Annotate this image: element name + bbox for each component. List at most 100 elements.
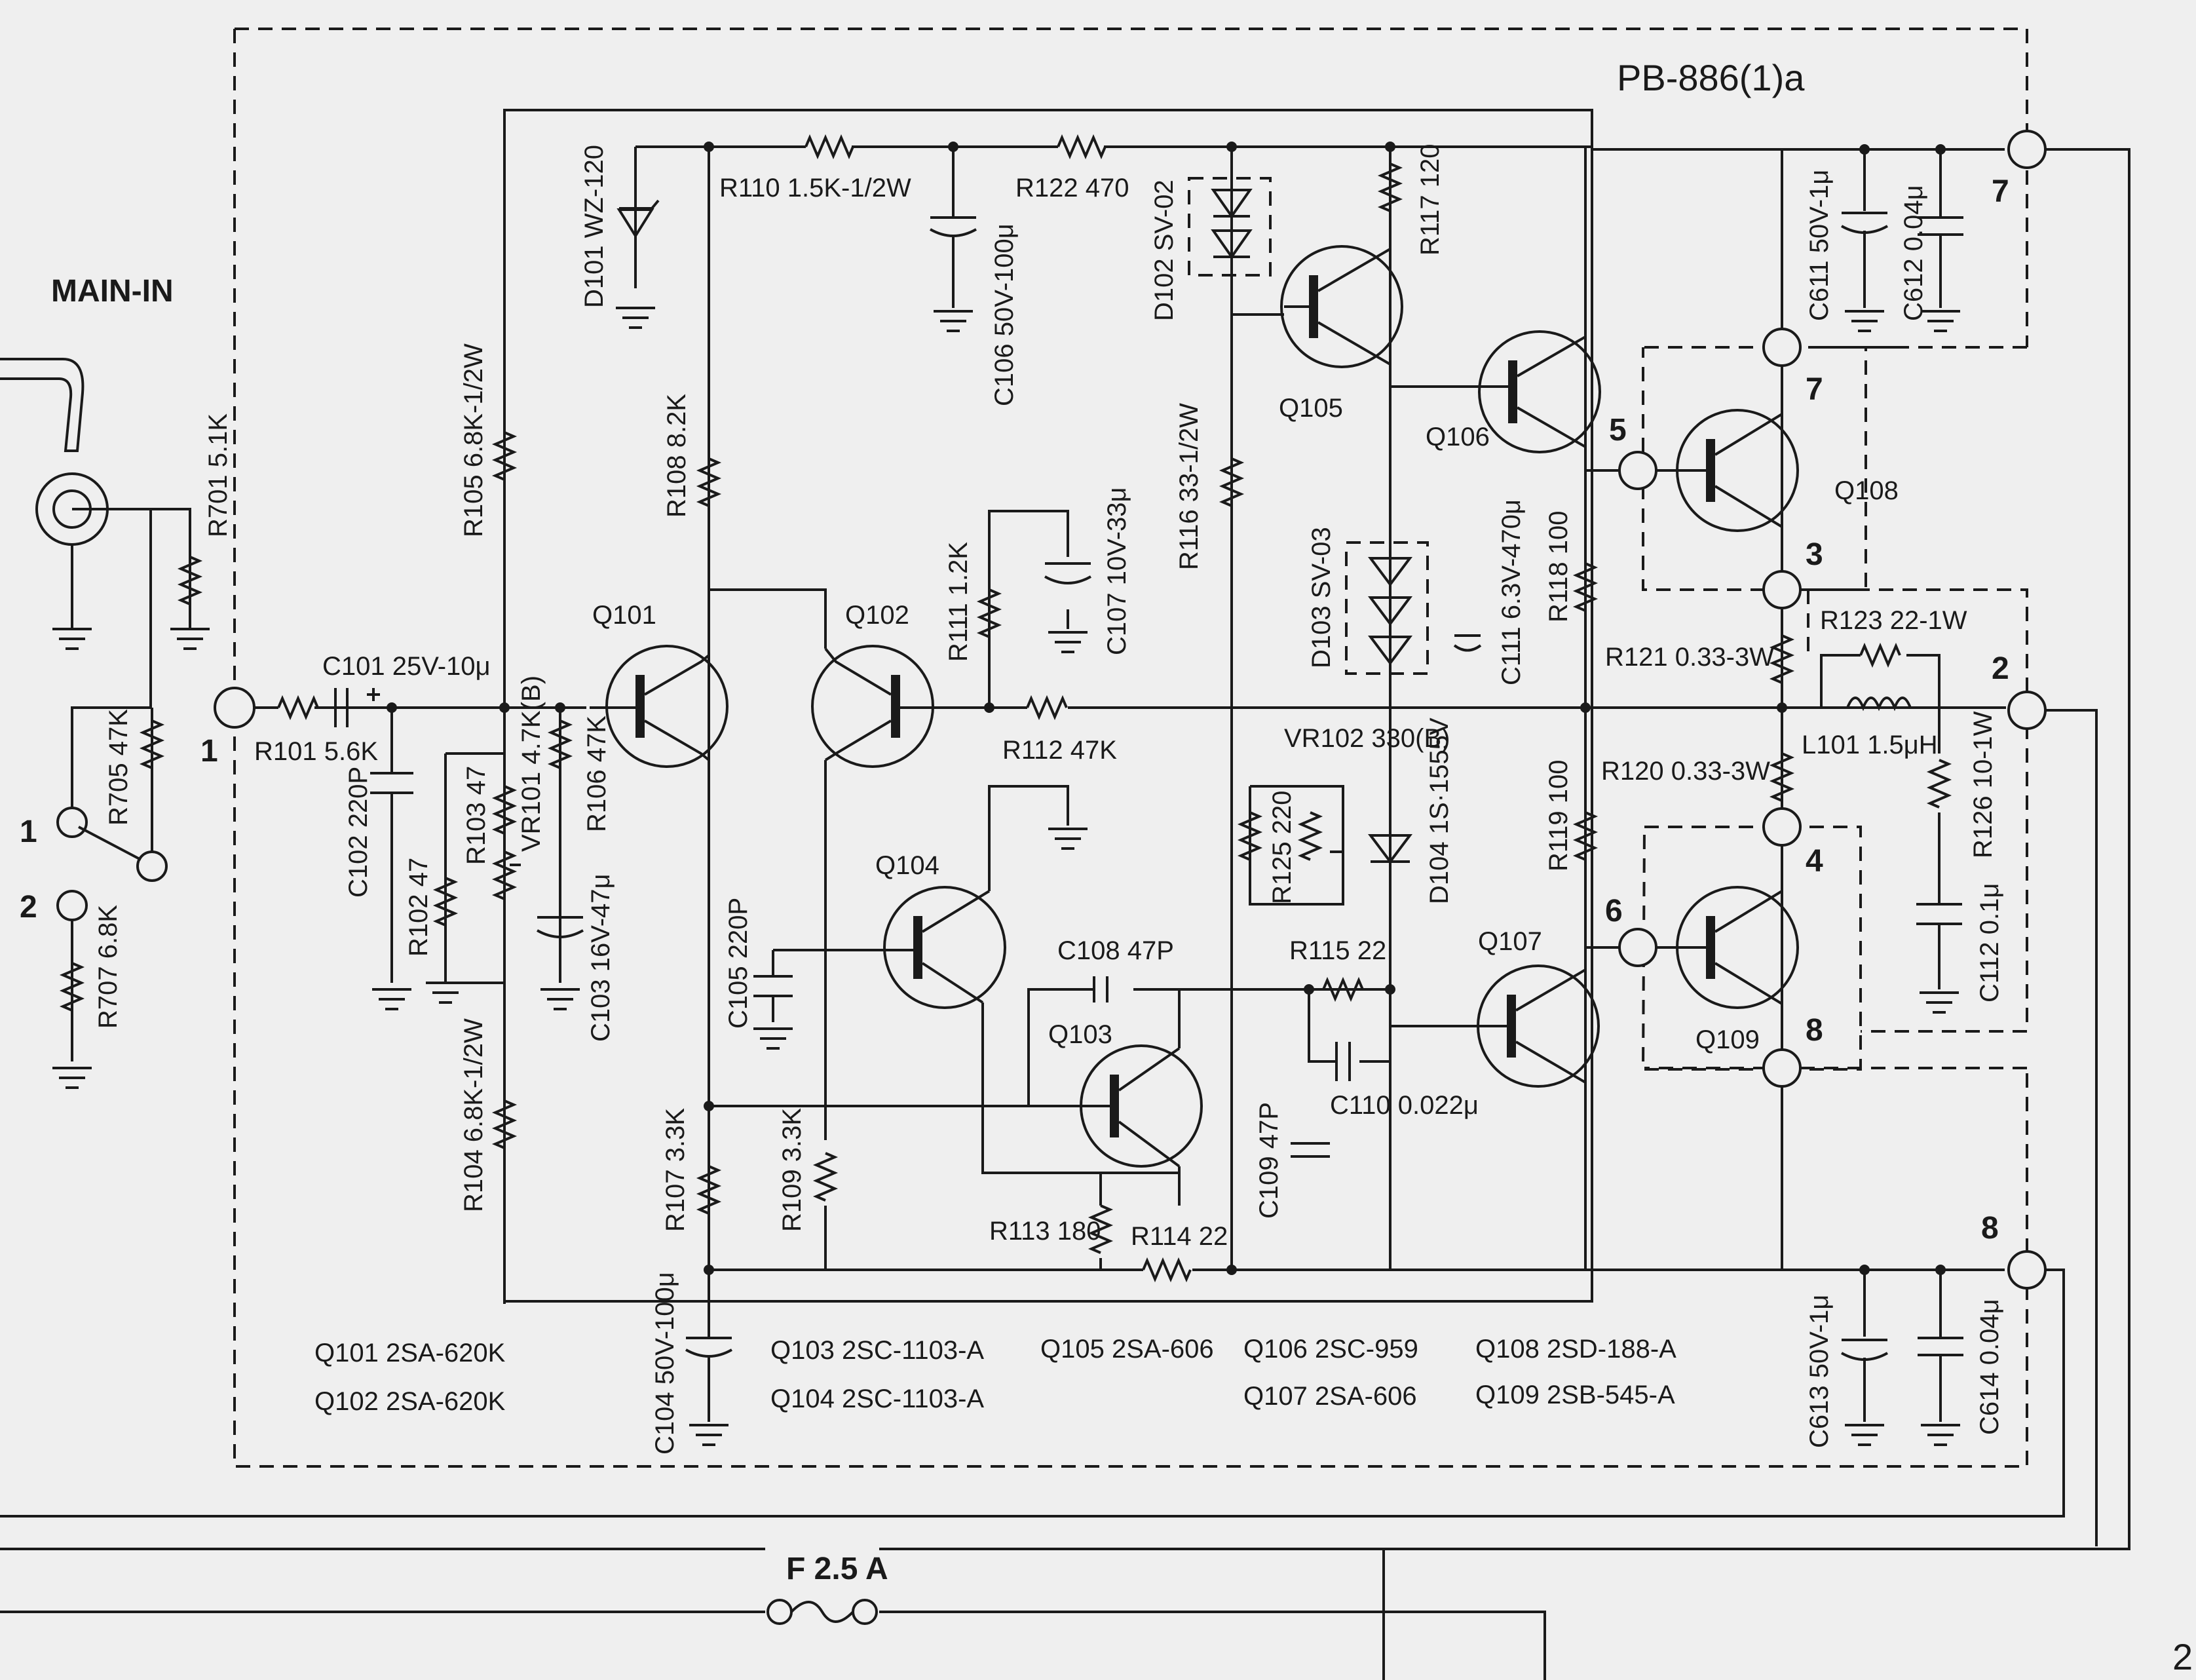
d104-label: D104 1S·1555V: [1425, 717, 1454, 904]
q104-transistor: [825, 785, 1179, 1174]
q101-transistor: [590, 588, 827, 1101]
r111-c107: [976, 510, 1091, 708]
junction-dots: [387, 142, 1946, 1275]
r101-resistor: [277, 695, 319, 721]
r116-resistor: [1219, 457, 1245, 507]
d104-diode: [1368, 834, 1412, 864]
terminal-label: 8: [1981, 1211, 1999, 1246]
q109-transistor: [1585, 886, 1799, 1009]
transistor-list-q108: Q108 2SD-188-A: [1475, 1335, 1676, 1364]
r118-r119: [1572, 562, 1599, 861]
q101-label: Q101: [592, 601, 656, 630]
terminal-label: 2: [1992, 651, 2009, 686]
q105-transistor: [1280, 147, 1403, 387]
r117-resistor: [1377, 162, 1403, 212]
c105-label: C105 220P: [724, 898, 753, 1029]
r111-label: R111 1.2K: [944, 542, 973, 662]
terminal-label: 8: [1806, 1013, 1823, 1048]
c110-label: C110 0.022μ: [1330, 1091, 1479, 1120]
c101-label: C101 25V-10μ: [322, 652, 491, 681]
q102-label: Q102: [845, 601, 909, 630]
terminal-label: 1: [200, 734, 218, 769]
q103-transistor: [709, 976, 1390, 1206]
q108-transistor: [1585, 409, 1799, 532]
vr101-pot: [426, 752, 521, 1004]
input-terminal-1: [214, 687, 256, 729]
r119-label: R119 100: [1544, 759, 1573, 871]
fuse-label: F 2.5 A: [786, 1552, 888, 1586]
transistor-list-q101: Q101 2SA-620K: [314, 1339, 506, 1367]
r123-label: R123 22-1W: [1820, 606, 1967, 635]
transistor-list-q102: Q102 2SA-620K: [314, 1387, 506, 1416]
r112-resistor: [1026, 695, 1068, 721]
q104-label: Q104: [875, 851, 939, 880]
input-title: MAIN-IN: [51, 274, 174, 309]
c613-label: C613 50V-1μ: [1805, 1295, 1834, 1448]
d102-label: D102 SV-02: [1150, 180, 1179, 321]
c107-label: C107 10V-33μ: [1103, 487, 1131, 655]
c108-label: C108 47P: [1057, 936, 1174, 965]
terminal-label: 6: [1605, 894, 1623, 928]
transistor-list-q106: Q106 2SC-959: [1243, 1335, 1418, 1364]
r707-label: R707 6.8K: [94, 905, 123, 1029]
rail-resistors-left: [491, 431, 518, 1149]
r108-label: R108 8.2K: [662, 394, 691, 518]
q103-label: Q103: [1048, 1020, 1112, 1049]
terminal-label: 2: [20, 890, 37, 925]
r112-label: R112 47K: [1002, 736, 1117, 765]
supply-caps: [1841, 149, 1963, 1446]
r102-label: R102 47: [404, 858, 433, 957]
c614-label: C614 0.04μ: [1975, 1299, 2004, 1435]
transistor-list-q109: Q109 2SB-545-A: [1475, 1381, 1675, 1409]
output-filter-box: [1807, 588, 2028, 1033]
r125-label: R125 220: [1268, 791, 1297, 904]
c111-label: C111 6.3V-470μ: [1497, 499, 1526, 685]
main-in-jack: [0, 358, 210, 708]
vr102-r125: [1237, 785, 1344, 906]
terminal-label: 7: [1992, 174, 2009, 209]
terminal-label: 3: [1806, 537, 1823, 572]
c106-label: C106 50V-100μ: [990, 223, 1019, 406]
r117-label: R117 120: [1416, 143, 1445, 256]
transistor-list-q105: Q105 2SA-606: [1040, 1335, 1214, 1364]
d101-zener: [616, 147, 660, 329]
c101-capacitor: [334, 688, 380, 727]
r122-resistor: [1057, 134, 1107, 160]
emitter-resistors: [1769, 634, 1795, 802]
terminal-label: 5: [1609, 413, 1627, 448]
vr101-label: VR101 4.7K(B): [517, 676, 546, 852]
q108-label: Q108: [1834, 476, 1899, 505]
r115-label: R115 22: [1289, 936, 1386, 965]
r126-label: R126 10-1W: [1969, 711, 1997, 858]
output-module-upper: [1642, 346, 1900, 591]
terminal-label: 7: [1806, 372, 1823, 407]
r101-label: R101 5.6K: [254, 737, 378, 766]
c104-label: C104 50V-100μ: [651, 1272, 679, 1455]
c105-capacitor: [753, 949, 825, 1050]
d101-label: D101 WZ-120: [580, 145, 609, 308]
c611-label: C611 50V-1μ: [1805, 170, 1834, 321]
d102-diodes: [1188, 177, 1284, 316]
r122-label: R122 470: [1015, 174, 1129, 202]
output-filter: [1820, 642, 1962, 1014]
c109-label: C109 47P: [1255, 1102, 1283, 1219]
r106-c103: [537, 708, 584, 1010]
vr102-label: VR102 330(B): [1284, 724, 1450, 753]
page-corner: 2: [2172, 1636, 2193, 1677]
r106-label: R106 47K: [582, 716, 611, 832]
d103-diodes: [1345, 541, 1429, 675]
output-terminals: [2007, 130, 2047, 1289]
r109-label: R109 3.3K: [778, 1108, 806, 1232]
r107-label: R107 3.3K: [661, 1108, 690, 1232]
transistor-list-q104: Q104 2SC-1103-A: [770, 1384, 984, 1413]
fuse-f2-5a: [767, 1599, 878, 1625]
q107-label: Q107: [1478, 927, 1542, 956]
l101-label: L101 1.5μH: [1802, 731, 1938, 759]
input-selector: [52, 706, 168, 1089]
c111-capacitor: [1453, 634, 1482, 652]
transistor-list-q103: Q103 2SC-1103-A: [770, 1336, 984, 1365]
q106-transistor: [1390, 330, 1601, 453]
r104-label: R104 6.8K-1/2W: [459, 1018, 488, 1212]
q105-label: Q105: [1279, 394, 1343, 423]
